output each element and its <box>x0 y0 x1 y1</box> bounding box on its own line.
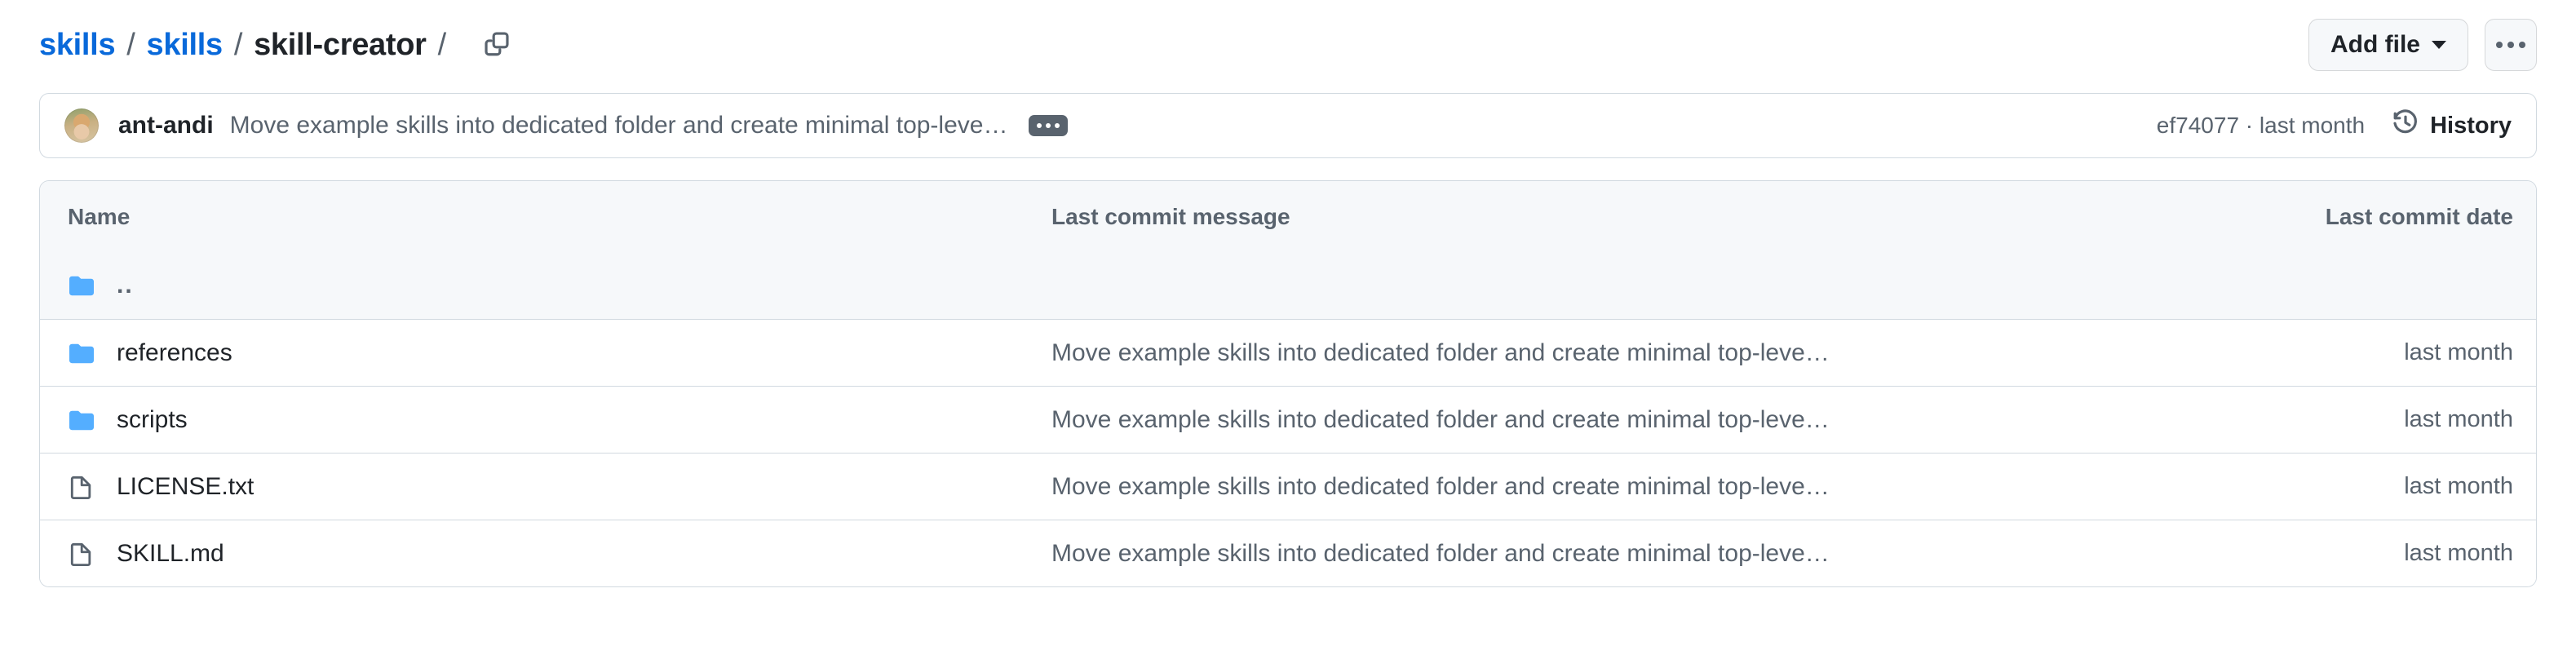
history-link[interactable]: History <box>2392 109 2512 142</box>
history-clock-icon <box>2392 109 2419 142</box>
column-header-message: Last commit message <box>1051 203 1290 229</box>
row-message-cell: Move example skills into dedicated folde… <box>1051 473 2096 501</box>
latest-commit-meta: ef74077 · last month History <box>2157 109 2512 142</box>
folder-icon <box>68 272 95 299</box>
row-name-link[interactable]: references <box>117 338 232 366</box>
column-header-name-cell: Name <box>40 204 1051 230</box>
commit-meta-text: ef74077 · last month <box>2157 113 2365 139</box>
breadcrumb-separator: / <box>126 27 135 62</box>
kebab-horizontal-icon <box>2496 42 2525 48</box>
table-row-parent-directory[interactable]: .. <box>40 252 2536 319</box>
commit-relative-time: last month <box>2259 113 2366 138</box>
breadcrumb-trailing-separator: / <box>437 27 447 62</box>
row-name-cell: references <box>40 339 1051 367</box>
row-name-cell: .. <box>40 272 1051 299</box>
table-row-references[interactable]: references Move example skills into dedi… <box>40 319 2536 386</box>
row-commit-message[interactable]: Move example skills into dedicated folde… <box>1051 405 1830 433</box>
folder-icon <box>68 406 95 434</box>
row-commit-date: last month <box>2404 339 2513 365</box>
row-commit-date: last month <box>2404 540 2513 566</box>
breadcrumb-item-current: skill-creator <box>254 27 427 62</box>
breadcrumb-separator: / <box>233 27 243 62</box>
row-name-link[interactable]: scripts <box>117 405 188 433</box>
commit-sha-link[interactable]: ef74077 <box>2156 113 2240 138</box>
latest-commit-info: ant-andi Move example skills into dedica… <box>64 108 1069 143</box>
folder-icon <box>68 339 95 367</box>
table-row-SKILL.md[interactable]: SKILL.md Move example skills into dedica… <box>40 520 2536 586</box>
breadcrumb: skills / skills / skill-creator / <box>39 24 518 66</box>
row-date-cell: last month <box>2096 339 2536 366</box>
copy-path-icon <box>483 30 511 60</box>
row-message-cell: Move example skills into dedicated folde… <box>1051 540 2096 568</box>
table-row-LICENSE.txt[interactable]: LICENSE.txt Move example skills into ded… <box>40 453 2536 520</box>
file-table-body: .. references Move example skills into d… <box>40 252 2536 586</box>
row-date-cell: last month <box>2096 473 2536 500</box>
row-name-cell: SKILL.md <box>40 540 1051 568</box>
latest-commit-bar: ant-andi Move example skills into dedica… <box>39 93 2537 158</box>
file-icon <box>68 540 95 568</box>
copy-path-button[interactable] <box>476 24 518 66</box>
row-name-cell: scripts <box>40 406 1051 434</box>
row-commit-message[interactable]: Move example skills into dedicated folde… <box>1051 472 1830 500</box>
row-commit-date: last month <box>2404 473 2513 499</box>
row-date-cell: last month <box>2096 406 2536 433</box>
breadcrumb-bar: skills / skills / skill-creator / Add fi… <box>39 0 2537 90</box>
column-header-date-cell: Last commit date <box>2096 204 2536 230</box>
add-file-button[interactable]: Add file <box>2308 19 2468 71</box>
row-name-cell: LICENSE.txt <box>40 473 1051 501</box>
file-table-header: Name Last commit message Last commit dat… <box>40 181 2536 252</box>
row-message-cell: Move example skills into dedicated folde… <box>1051 406 2096 434</box>
commit-message-link[interactable]: Move example skills into dedicated folde… <box>229 112 1008 139</box>
row-date-cell: last month <box>2096 540 2536 567</box>
add-file-label: Add file <box>2330 31 2420 58</box>
row-message-cell: Move example skills into dedicated folde… <box>1051 339 2096 367</box>
breadcrumb-item-0[interactable]: skills <box>39 27 116 62</box>
table-row-scripts[interactable]: scripts Move example skills into dedicat… <box>40 386 2536 453</box>
header-actions: Add file <box>2308 19 2537 71</box>
row-commit-message[interactable]: Move example skills into dedicated folde… <box>1051 539 1830 567</box>
column-header-name: Name <box>68 203 131 229</box>
commit-meta-separator: · <box>2239 113 2260 138</box>
history-label: History <box>2430 112 2512 139</box>
column-header-date: Last commit date <box>2325 203 2513 229</box>
file-table: Name Last commit message Last commit dat… <box>39 180 2537 587</box>
more-options-button[interactable] <box>2485 19 2537 71</box>
author-avatar[interactable] <box>64 108 99 143</box>
chevron-down-icon <box>2432 41 2446 49</box>
column-header-message-cell: Last commit message <box>1051 204 2096 230</box>
row-name-link[interactable]: LICENSE.txt <box>117 472 255 500</box>
file-icon <box>68 473 95 501</box>
ellipsis-expand-icon[interactable] <box>1029 115 1069 136</box>
commit-author-link[interactable]: ant-andi <box>118 112 214 139</box>
row-commit-message[interactable]: Move example skills into dedicated folde… <box>1051 338 1830 366</box>
row-commit-date: last month <box>2404 406 2513 432</box>
breadcrumb-item-1[interactable]: skills <box>146 27 224 62</box>
row-name-link[interactable]: .. <box>117 272 134 299</box>
row-name-link[interactable]: SKILL.md <box>117 539 224 567</box>
